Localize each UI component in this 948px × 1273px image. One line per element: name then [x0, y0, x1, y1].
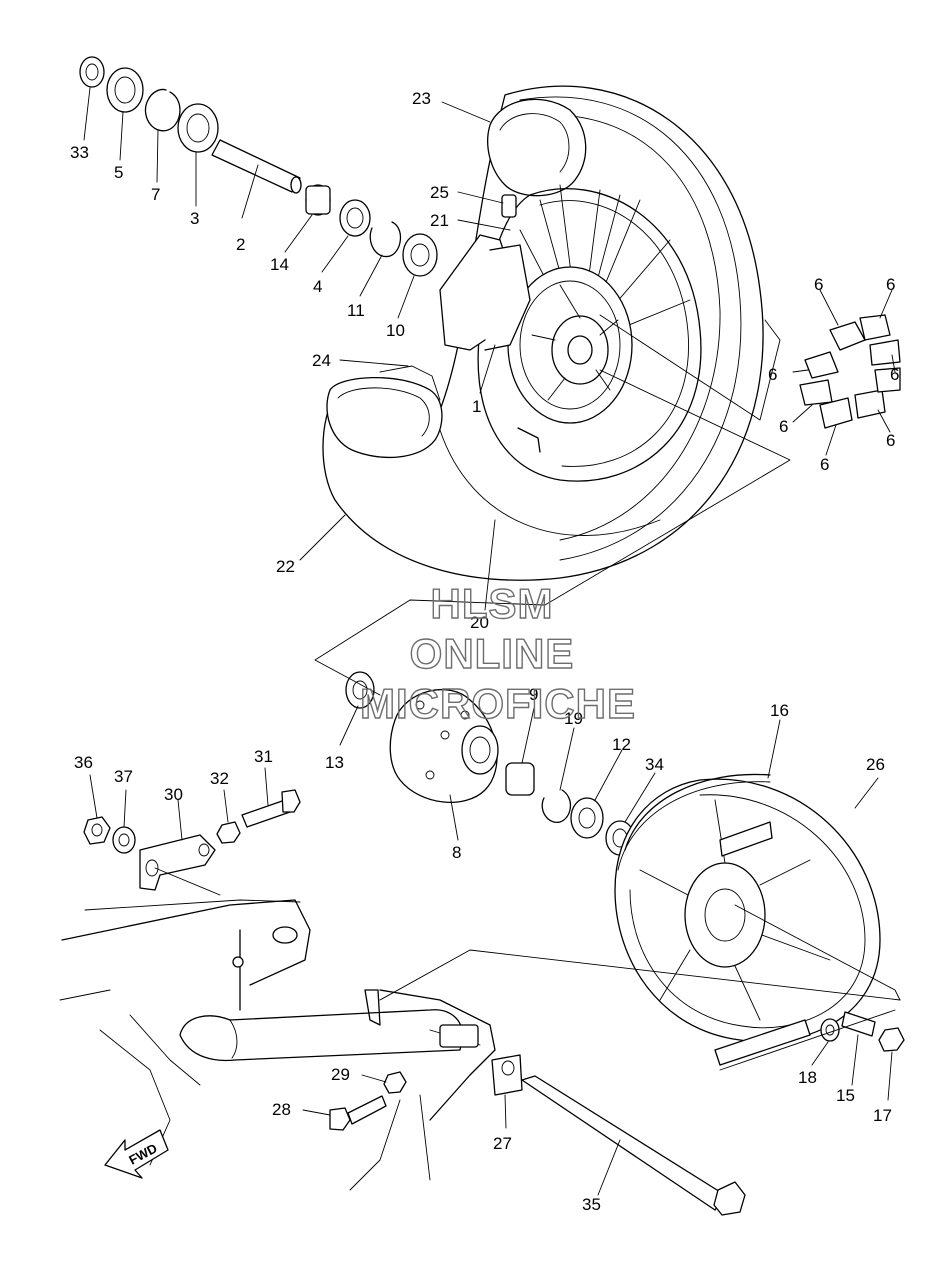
damper-set-6 [799, 314, 901, 429]
washer-37 [112, 826, 136, 854]
callout-1: 1 [472, 397, 481, 416]
bearing-3 [177, 103, 219, 153]
circlip-7 [144, 88, 181, 132]
callout-14: 14 [270, 255, 289, 274]
nut-32 [216, 821, 241, 844]
watermark-line-3: MICROFICHE [360, 680, 636, 727]
callout-5: 5 [114, 163, 123, 182]
adjuster-block-27 [491, 1054, 523, 1096]
swingarm [59, 899, 496, 1191]
callout-23: 23 [412, 89, 431, 108]
callout-6a: 6 [814, 275, 823, 294]
circlip-11 [369, 221, 402, 258]
clutch-hub-8 [389, 688, 499, 803]
washer-18 [820, 1018, 840, 1042]
seal-33 [79, 56, 105, 88]
callout-19: 19 [564, 709, 583, 728]
drive-pulley-16 [614, 773, 881, 1066]
callout-17: 17 [873, 1106, 892, 1125]
callout-29: 29 [331, 1065, 350, 1084]
callout-6e: 6 [820, 455, 829, 474]
callout-20: 20 [470, 613, 489, 632]
callout-15: 15 [836, 1086, 855, 1105]
callout-7: 7 [151, 185, 160, 204]
bolt-15 [841, 1011, 876, 1037]
callout-18: 18 [798, 1068, 817, 1087]
callout-27: 27 [493, 1134, 512, 1153]
bearing-4 [339, 199, 371, 237]
callout-30: 30 [164, 785, 183, 804]
callout-6d: 6 [779, 417, 788, 436]
nut-29 [383, 1071, 407, 1094]
callout-22: 22 [276, 557, 295, 576]
callout-21: 21 [430, 211, 449, 230]
watermark-line-1: HLSM [431, 580, 554, 627]
callout-32: 32 [210, 769, 229, 788]
callout-4: 4 [313, 277, 322, 296]
spacer-tube-2 [211, 139, 302, 194]
callout-36: 36 [74, 753, 93, 772]
fwd-arrow-icon: FWD [104, 1129, 169, 1179]
bearing-10 [402, 233, 438, 277]
watermark: HLSM ONLINE MICROFICHE [359, 579, 636, 727]
bearing-12 [570, 797, 604, 839]
axle-35 [521, 1075, 746, 1216]
callout-26: 26 [866, 755, 885, 774]
nut-36 [83, 816, 111, 845]
callout-34: 34 [645, 755, 664, 774]
collar-9 [505, 762, 535, 796]
bolt-28 [329, 1095, 387, 1131]
callout-6c: 6 [768, 365, 777, 384]
spoked-wheel-rim [477, 184, 702, 482]
callout-6g: 6 [890, 365, 899, 384]
callout-28: 28 [272, 1100, 291, 1119]
callout-12: 12 [612, 735, 631, 754]
callout-24: 24 [312, 351, 331, 370]
callout-labels: 33 5 7 3 2 14 4 11 10 23 25 21 24 1 22 2… [70, 89, 899, 1214]
seal-13 [345, 671, 375, 709]
reference-lines [154, 314, 901, 1071]
adjuster-plate-30 [139, 834, 216, 891]
callout-35: 35 [582, 1195, 601, 1214]
callout-2: 2 [236, 235, 245, 254]
callout-10: 10 [386, 321, 405, 340]
leader-lines [83, 87, 896, 1196]
callout-8: 8 [452, 843, 461, 862]
callout-9: 9 [529, 685, 538, 704]
callout-13: 13 [325, 753, 344, 772]
callout-16: 16 [770, 701, 789, 720]
collar-14 [305, 184, 331, 216]
callout-11: 11 [347, 301, 365, 320]
callout-6f: 6 [886, 431, 895, 450]
callout-3: 3 [190, 209, 199, 228]
hub-flange-21 [439, 234, 531, 351]
callout-33: 33 [70, 143, 89, 162]
bearing-5 [106, 67, 144, 113]
bolt-31 [241, 789, 301, 828]
callout-6b: 6 [886, 275, 895, 294]
circlip-19 [541, 789, 572, 823]
callout-37: 37 [114, 767, 133, 786]
watermark-line-2: ONLINE [410, 630, 575, 677]
nut-17 [878, 1027, 905, 1052]
callout-25: 25 [430, 183, 449, 202]
callout-31: 31 [254, 747, 273, 766]
